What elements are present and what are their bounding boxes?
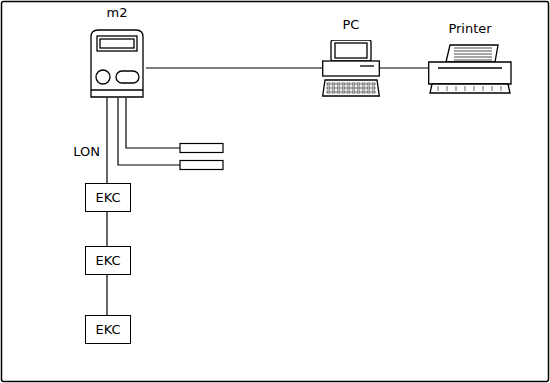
ekc-controller-box: EKC <box>85 315 131 344</box>
pc-key <box>347 91 350 93</box>
pc-key <box>327 83 330 85</box>
pc-key <box>352 87 355 89</box>
pc-key <box>337 83 340 85</box>
sensor-probe <box>180 161 223 170</box>
bus-label: LON <box>72 144 101 160</box>
printer-text-line <box>454 60 492 61</box>
pc-key <box>332 87 335 89</box>
device-label: PC <box>302 17 400 33</box>
pc-drive <box>360 65 374 66</box>
pc-key <box>327 91 330 93</box>
sensor-probe <box>180 144 223 153</box>
printer-vent <box>456 86 457 91</box>
pc-key <box>352 91 355 93</box>
pc-key <box>327 87 330 89</box>
pc-key <box>367 83 370 85</box>
controller-unit-icon <box>88 28 146 98</box>
pc-case <box>323 61 380 76</box>
printer-text-line <box>454 51 492 52</box>
printer-vent <box>447 86 448 91</box>
printer-vent <box>474 86 475 91</box>
printer-tray <box>430 84 510 93</box>
connection-line <box>146 67 322 68</box>
printer-text-line <box>454 48 492 49</box>
pc-monitor <box>331 40 371 61</box>
device-label: m2 <box>68 5 166 21</box>
pc-key <box>362 83 365 85</box>
pc-keyboard <box>323 80 380 96</box>
pc-key <box>347 83 350 85</box>
connection-line <box>380 67 428 68</box>
device-label: Printer <box>408 21 532 37</box>
pc-key <box>357 87 360 89</box>
pc-key <box>337 91 340 93</box>
controller-unit: m2 <box>88 28 146 98</box>
box-label: EKC <box>95 190 120 206</box>
printer-vent <box>492 86 493 91</box>
box-label: EKC <box>95 253 120 269</box>
printer-body <box>429 62 511 84</box>
printer-vent <box>438 86 439 91</box>
controller-knob <box>96 70 110 84</box>
printer-text-line <box>454 57 492 58</box>
pc-key <box>337 87 340 89</box>
controller-button <box>116 71 139 83</box>
pc-key <box>362 87 365 89</box>
printer-platen <box>438 67 502 68</box>
pc-computer-icon <box>322 40 380 98</box>
pc-key <box>332 91 335 93</box>
printer-vent <box>483 86 484 91</box>
pc-key <box>357 91 360 93</box>
controller-display <box>97 36 137 51</box>
pc-key <box>357 83 360 85</box>
connection-line <box>106 275 107 315</box>
pc-key <box>372 91 375 93</box>
controller-seam <box>91 89 143 90</box>
pc-screen <box>335 43 367 58</box>
pc-key <box>342 91 345 93</box>
pc-key <box>342 87 345 89</box>
pc-computer: PC <box>322 40 380 98</box>
printer-vent <box>465 86 466 91</box>
printer-device: Printer <box>428 44 512 94</box>
pc-key <box>372 83 375 85</box>
pc-key <box>367 91 370 93</box>
pc-key <box>332 83 335 85</box>
pc-key <box>372 87 375 89</box>
connection-line <box>106 98 107 183</box>
sensor-wire <box>126 98 180 148</box>
pc-key <box>352 83 355 85</box>
controller-body <box>91 30 143 97</box>
sensor-wire <box>118 98 180 165</box>
printer-paper <box>446 45 498 62</box>
box-label: EKC <box>95 322 120 338</box>
pc-key <box>342 83 345 85</box>
printer-text-line <box>454 54 492 55</box>
pc-key <box>362 91 365 93</box>
printer-device-icon <box>428 44 512 94</box>
printer-vent <box>501 86 502 91</box>
pc-key <box>367 87 370 89</box>
connection-line <box>106 212 107 246</box>
controller-display <box>100 39 134 48</box>
pc-key <box>347 87 350 89</box>
ekc-controller-box: EKC <box>85 246 131 275</box>
ekc-controller-box: EKC <box>85 183 131 212</box>
